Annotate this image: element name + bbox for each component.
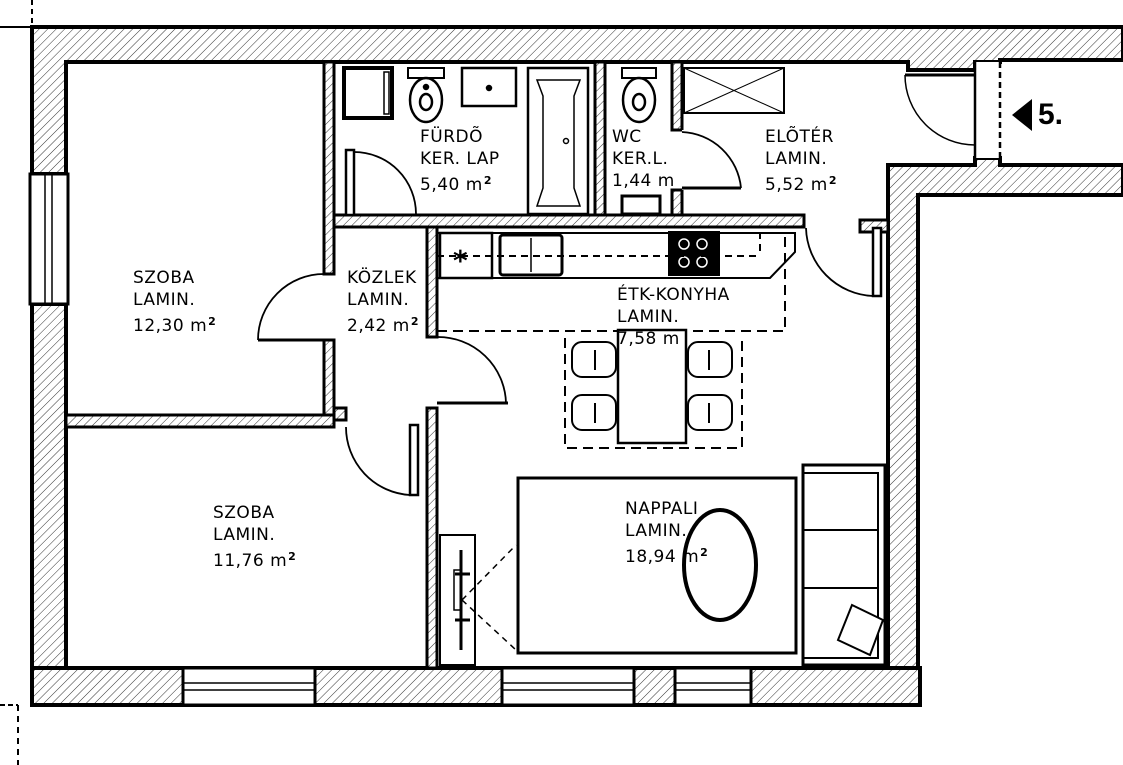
- arrow-left-icon: [1012, 99, 1032, 131]
- bathroom-fixtures: [342, 66, 785, 216]
- room-floor: KER.L.: [612, 149, 669, 169]
- room-area: 11,76: [213, 551, 265, 571]
- room-name: KÖZLEK: [347, 268, 417, 288]
- room-area: 5,40: [420, 175, 460, 195]
- door-szoba1: [257, 273, 325, 342]
- entrance-door[interactable]: [904, 62, 1002, 158]
- room-floor: KER. LAP: [420, 149, 500, 169]
- door-szoba2: [345, 423, 420, 497]
- toilet-icon-wc: [621, 67, 657, 124]
- chair-icon: [687, 394, 733, 431]
- window-bottom-1: [181, 666, 317, 707]
- area-unit: m: [682, 547, 700, 567]
- room-floor: LAMIN.: [617, 307, 680, 327]
- room-name: FÜRDÕ: [420, 127, 484, 147]
- rug: [516, 476, 798, 655]
- room-name: WC: [612, 127, 642, 147]
- room-area: 1,44: [612, 171, 652, 191]
- room-label-szoba2: SZOBA LAMIN. 11,76 m2: [213, 502, 296, 572]
- room-label-wc: WC KER.L. 1,44 m: [612, 126, 675, 192]
- wardrobe-icon: [683, 67, 785, 114]
- area-unit: m: [657, 171, 675, 191]
- dining-set: [564, 328, 743, 449]
- chair-icon: [571, 341, 617, 378]
- room-label-etk: ÉTK-KONYHA LAMIN. 7,58 m: [617, 284, 730, 350]
- exterior-walls: [30, 25, 1123, 707]
- doors: [257, 130, 883, 497]
- room-label-furdo: FÜRDÕ KER. LAP 5,40 m2: [420, 126, 500, 196]
- room-name: SZOBA: [133, 268, 195, 288]
- area-superscript: 2: [483, 174, 492, 187]
- fridge-icon: *: [453, 244, 468, 277]
- room-floor: LAMIN.: [765, 149, 828, 169]
- area-superscript: 2: [208, 315, 217, 328]
- area-unit: m: [810, 175, 828, 195]
- room-name: ÉTK-KONYHA: [617, 285, 730, 305]
- area-superscript: 2: [288, 550, 297, 563]
- sink-icon: [460, 66, 518, 108]
- door-etk: [436, 336, 508, 405]
- coffee-table: [682, 508, 758, 622]
- room-floor: LAMIN.: [133, 290, 196, 310]
- unit-number: 5.: [1038, 98, 1064, 131]
- room-label-eloter: ELÕTÉR LAMIN. 5,52 m2: [765, 126, 837, 196]
- bathtub-icon: [526, 66, 590, 216]
- window-left: [28, 172, 70, 306]
- dining-table: [616, 328, 688, 445]
- room-area: 7,58: [617, 329, 657, 349]
- room-name: NAPPALI: [625, 499, 699, 519]
- room-name: SZOBA: [213, 503, 275, 523]
- room-label-szoba1: SZOBA LAMIN. 12,30 m2: [133, 267, 216, 337]
- area-superscript: 2: [410, 315, 419, 328]
- room-area: 2,42: [347, 316, 387, 336]
- chair-icon: [571, 394, 617, 431]
- room-name: ELÕTÉR: [765, 127, 834, 147]
- room-floor: LAMIN.: [625, 521, 688, 541]
- sofa-icon: [801, 463, 887, 667]
- area-unit: m: [465, 175, 483, 195]
- toilet-icon-bathroom: [407, 67, 445, 124]
- kitchen-counter: [437, 231, 796, 332]
- chair-icon: [687, 341, 733, 378]
- window-bottom-2: [500, 666, 636, 707]
- unit-marker: 5.: [1012, 98, 1063, 132]
- area-superscript: 2: [828, 174, 837, 187]
- room-area: 18,94: [625, 547, 677, 567]
- area-unit: m: [662, 329, 680, 349]
- room-area: 5,52: [765, 175, 805, 195]
- area-unit: m: [190, 316, 208, 336]
- door-furdo: [344, 148, 417, 217]
- door-wc: [681, 130, 742, 190]
- room-area: 12,30: [133, 316, 185, 336]
- windows: [28, 172, 753, 707]
- room-floor: LAMIN.: [347, 290, 410, 310]
- area-unit: m: [270, 551, 288, 571]
- window-bottom-3: [673, 666, 753, 707]
- room-label-nappali: NAPPALI LAMIN. 18,94 m2: [625, 498, 708, 568]
- room-floor: LAMIN.: [213, 525, 276, 545]
- reference-lines: [0, 0, 33, 765]
- handbasin-icon: [620, 194, 662, 216]
- tv-unit: [439, 534, 476, 666]
- room-label-kozlek: KÖZLEK LAMIN. 2,42 m2: [347, 267, 419, 337]
- area-unit: m: [392, 316, 410, 336]
- washing-machine-icon: [342, 66, 394, 120]
- living-furniture: [439, 463, 887, 667]
- door-eloter: [805, 226, 883, 298]
- area-superscript: 2: [700, 546, 709, 559]
- interior-walls: [64, 60, 890, 670]
